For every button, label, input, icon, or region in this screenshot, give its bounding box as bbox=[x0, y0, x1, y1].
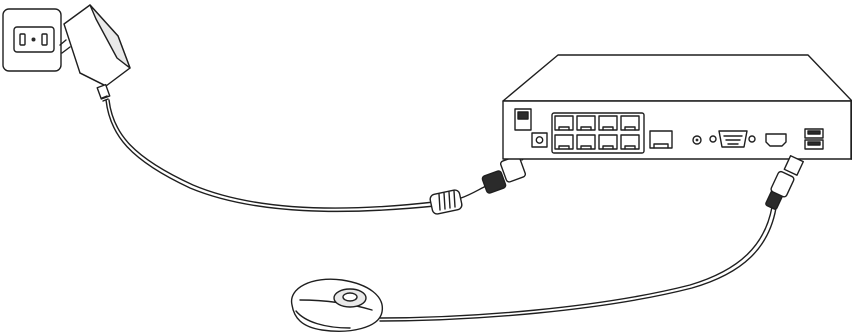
vga-port-icon bbox=[709, 130, 756, 148]
audio-port-icon bbox=[692, 135, 702, 145]
usb-ports-icon bbox=[804, 128, 824, 150]
usb-cable bbox=[379, 154, 805, 322]
poe-ports-icon bbox=[551, 112, 645, 154]
power-adapter-icon bbox=[59, 4, 131, 102]
wall-outlet-icon bbox=[2, 8, 62, 72]
power-cable bbox=[105, 99, 541, 215]
usb-mouse-icon bbox=[290, 278, 383, 332]
nvr-recorder bbox=[502, 54, 852, 160]
dc-input-port-icon bbox=[531, 132, 548, 148]
hdmi-port-icon bbox=[765, 133, 787, 147]
